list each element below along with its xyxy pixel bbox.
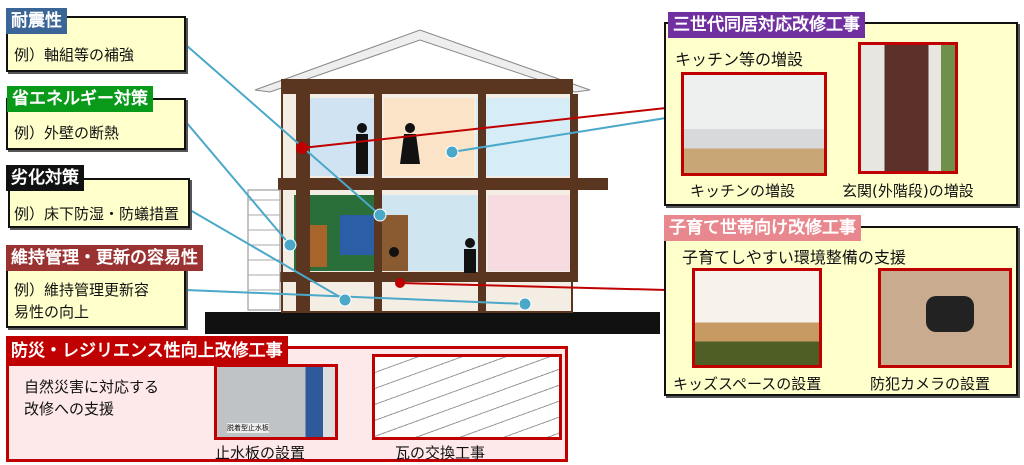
kids-space-photo bbox=[692, 268, 822, 368]
maintenance-box bbox=[6, 264, 186, 328]
kitchen-caption: キッチンの増設 bbox=[690, 182, 796, 200]
deterioration-title: 劣化対策 bbox=[6, 165, 84, 191]
kitchen-photo bbox=[681, 72, 827, 176]
roof-tile-caption: 瓦の交換工事 bbox=[395, 444, 486, 462]
disaster-desc-2: 改修への支援 bbox=[24, 400, 115, 418]
deterioration-example: 例）床下防湿・防蟻措置 bbox=[14, 205, 180, 223]
seismic-example: 例）軸組等の補強 bbox=[14, 46, 135, 64]
three-gen-title: 三世代同居対応改修工事 bbox=[668, 12, 865, 38]
maintenance-title: 維持管理・更新の容易性 bbox=[6, 245, 203, 271]
child-title: 子育て世帯向け改修工事 bbox=[664, 215, 861, 241]
entrance-photo bbox=[858, 42, 958, 174]
disaster-title: 防災・レジリエンス性向上改修工事 bbox=[6, 336, 288, 366]
energy-example: 例）外壁の断熱 bbox=[14, 124, 120, 142]
energy-title: 省エネルギー対策 bbox=[7, 86, 153, 112]
three-gen-subtitle: キッチン等の増設 bbox=[675, 50, 804, 69]
security-camera-caption: 防犯カメラの設置 bbox=[870, 375, 991, 393]
kids-space-caption: キッズスペースの設置 bbox=[673, 375, 822, 393]
flood-barrier-label: 脱着型止水板 bbox=[227, 423, 269, 433]
flood-barrier-photo: 脱着型止水板 bbox=[214, 364, 338, 440]
security-camera-photo bbox=[878, 268, 1012, 368]
maintenance-example-1: 例）維持管理更新容 bbox=[14, 281, 150, 299]
seismic-title: 耐震性 bbox=[6, 8, 67, 34]
entrance-caption: 玄関(外階段)の増設 bbox=[842, 182, 974, 200]
maintenance-example-2: 易性の向上 bbox=[14, 303, 90, 321]
flood-barrier-caption: 止水板の設置 bbox=[215, 444, 306, 462]
disaster-desc-1: 自然災害に対応する bbox=[24, 378, 160, 396]
child-subtitle: 子育てしやすい環境整備の支援 bbox=[682, 248, 906, 267]
roof-tile-photo bbox=[372, 354, 562, 440]
camera-icon bbox=[926, 296, 974, 332]
